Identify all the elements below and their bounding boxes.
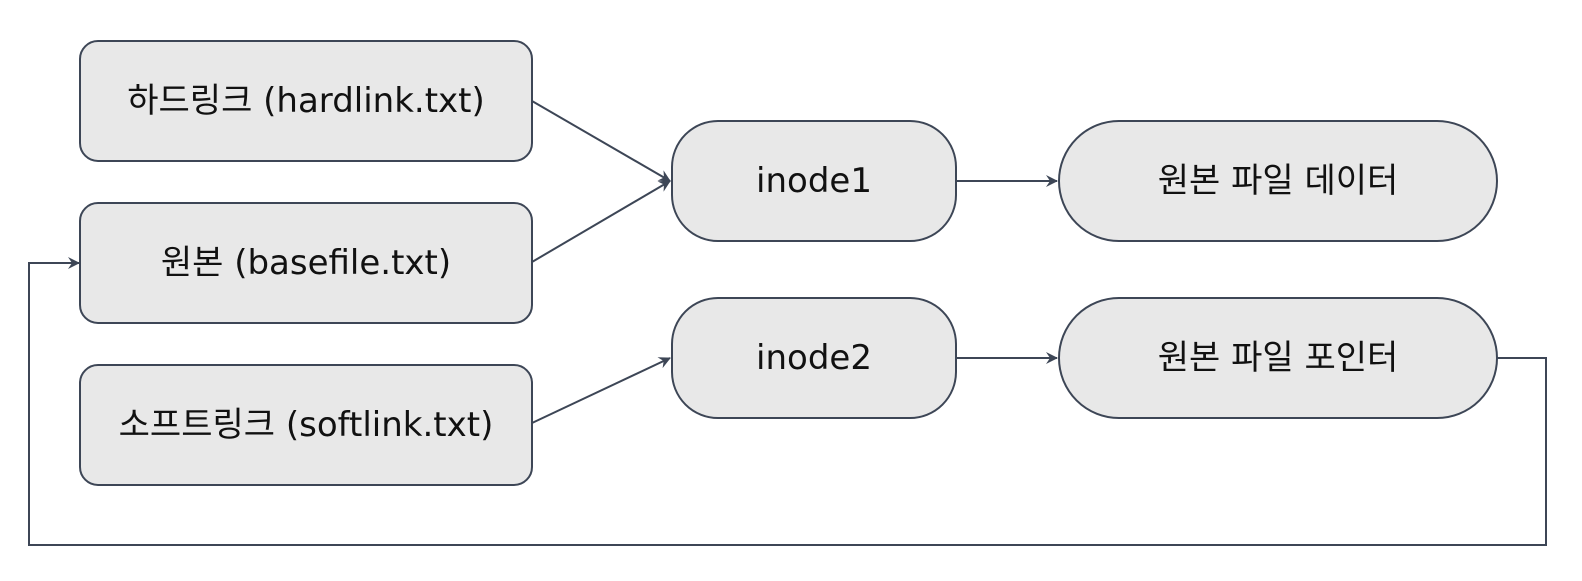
edge-softlink-to-inode2 (531, 357, 671, 424)
node-softlink-label: 소프트링크 (softlink.txt) (119, 405, 494, 445)
edges (28, 100, 1547, 546)
node-inode1-label: inode1 (756, 161, 872, 201)
node-inode2: inode2 (671, 297, 957, 419)
edge-pointer-to-basefile (28, 257, 1547, 546)
node-inode2-label: inode2 (756, 338, 872, 378)
node-data-label: 원본 파일 데이터 (1158, 161, 1399, 201)
node-hardlink: 하드링크 (hardlink.txt) (79, 40, 533, 162)
node-pointer-label: 원본 파일 포인터 (1158, 338, 1399, 378)
node-basefile: 원본 (basefile.txt) (79, 202, 533, 324)
node-pointer: 원본 파일 포인터 (1058, 297, 1498, 419)
node-basefile-label: 원본 (basefile.txt) (161, 243, 451, 283)
node-inode1: inode1 (671, 120, 957, 242)
node-softlink: 소프트링크 (softlink.txt) (79, 364, 533, 486)
edge-hardlink-to-inode1 (531, 100, 671, 182)
edge-basefile-to-inode1 (531, 180, 671, 263)
node-data: 원본 파일 데이터 (1058, 120, 1498, 242)
node-hardlink-label: 하드링크 (hardlink.txt) (127, 81, 485, 121)
